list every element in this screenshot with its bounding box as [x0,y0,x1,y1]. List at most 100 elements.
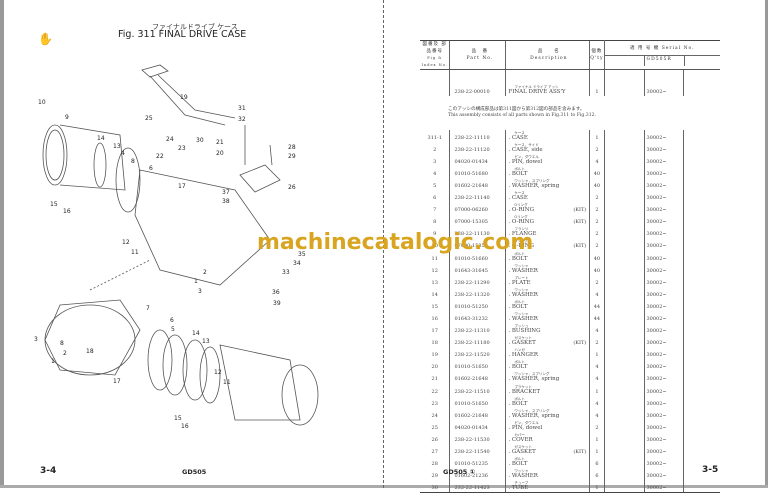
description: ケース. CASE [505,189,590,203]
part-no: 01602-21648 [449,407,506,420]
description: プレート. PLATE [505,274,590,287]
callout-number: 6 [170,317,174,324]
qty: 40 [589,177,605,190]
part-no: 238-22-11530 [449,431,506,444]
page-number-right: 3-5 [702,465,719,475]
index-no: 16 [431,316,438,322]
serial: 30002~ [644,129,685,142]
qty: 2 [589,226,605,239]
part-no: 238-22-11120 [449,141,506,154]
serial: 30002~ [644,359,685,372]
part-no: 01602-21236 [449,468,506,481]
description: ケース. CASE [505,129,590,142]
serial: 30002~ [644,165,685,178]
index-no: 3 [433,158,437,165]
index-no: 2 [433,146,437,153]
qty: 1 [589,443,605,457]
serial: 30002~ [644,153,685,166]
description: ボルト. BOLT [505,250,590,263]
index-no: 13 [431,279,438,286]
page-number-left: 3-4 [40,466,57,476]
callout-number: 3 [34,336,38,343]
callout-number: 32 [238,116,246,123]
callout-number: 36 [272,289,280,296]
part-no: 01010-51235 [449,456,506,469]
callout-number: 37 [222,189,230,196]
callout-number: 1 [194,278,198,285]
serial: 30002~ [644,347,685,360]
serial: 30002~ [644,189,685,203]
callout-number: 24 [166,136,174,143]
serial: 30002~ [644,395,685,408]
description: ガスケット. GASKET(KIT) [505,335,590,348]
index-no: 8 [433,219,437,226]
callout-number: 15 [174,415,182,422]
part-no: 238-22-11510 [449,383,506,396]
watermark: machinecatalogic.com [257,230,534,255]
callout-number: 1 [51,358,55,365]
index-no: 17 [431,328,438,335]
callout-number: 22 [156,153,164,160]
serial: 30002~ [644,480,685,493]
serial: 30002~ [644,371,685,384]
index-no: 20 [431,364,438,371]
index-no: 26 [431,436,438,443]
description: ボルト. BOLT [505,298,590,311]
qty: 2 [589,202,605,215]
callout-number: 12 [214,369,222,376]
page-divider [383,0,384,488]
qty: 44 [589,298,605,311]
part-no: 04020-01434 [449,153,506,166]
part-no: 238-22-11540 [449,443,506,457]
serial: 30002~ [644,286,685,299]
description: フランジ. FLANGE [505,226,590,239]
callout-number: 13 [202,338,210,345]
callout-number: 7 [146,305,150,312]
part-no: 01010-51680 [449,165,506,178]
description: ガスケット. GASKET(KIT) [505,443,590,457]
serial: 30002~ [644,310,685,323]
index-no: 12 [431,267,438,274]
qty: 4 [589,359,605,372]
callout-number: 11 [131,249,139,256]
index-no: 10 [431,243,438,250]
callout-number: 14 [192,330,200,337]
qty: 2 [589,238,605,251]
callout-number: 16 [181,423,189,430]
description: ハンガ. HANGER [505,347,590,360]
figure-title: Fig. 311 FINAL DRIVE CASE [118,29,247,40]
index-no: 5 [433,182,437,189]
description: ボルト. BOLT [505,359,590,372]
callout-number: 10 [38,99,46,106]
description: チューブ. TUBE [505,480,590,493]
index-no: 11 [431,255,438,262]
index-no: 19 [431,352,438,359]
part-no: 238-22-11320 [449,286,506,299]
description: ボルト. BOLT [505,165,590,178]
serial: 30002~ [644,226,685,239]
part-no: 01643-31232 [449,310,506,323]
index-no: 21 [431,376,438,383]
qty: 4 [589,286,605,299]
callout-number: 9 [65,114,69,121]
description: ワッシャ，スプリング. WASHER, spring [505,371,590,384]
description: ピン，ダウエル. PIN, dowel [505,419,590,432]
callout-number: 29 [288,153,296,160]
description: ブラケット. BRACKET [505,383,590,396]
serial: 30002~ [644,419,685,432]
callout-number: 39 [273,300,281,307]
